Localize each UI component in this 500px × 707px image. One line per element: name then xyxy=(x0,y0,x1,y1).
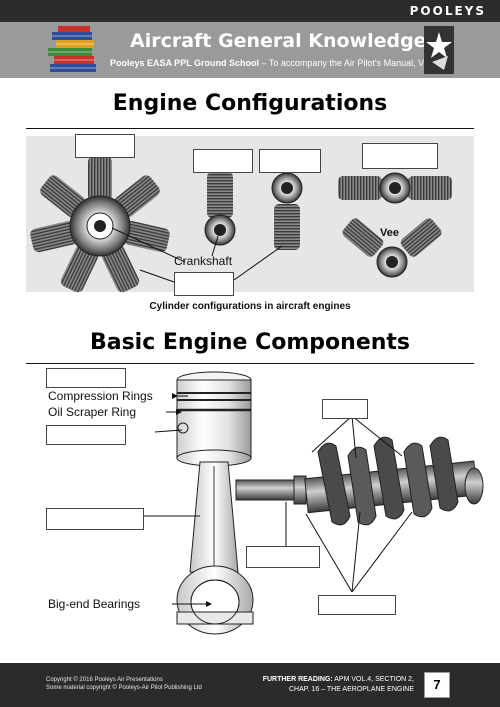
further-reading: FURTHER READING: APM VOL.4, SECTION 2, C… xyxy=(263,675,414,695)
blank-label-crankpins[interactable] xyxy=(318,595,396,615)
copyright-line2: Some material copyright © Pooleys-Air Pi… xyxy=(46,685,202,691)
blank-label-main-journal[interactable] xyxy=(246,546,320,568)
blank-label-gudgeon-pin[interactable] xyxy=(46,425,126,445)
blank-label-inverted[interactable] xyxy=(259,149,321,173)
further-reading-line1: FURTHER READING: APM VOL.4, SECTION 2, xyxy=(263,675,414,685)
crankshaft-illustration xyxy=(235,436,484,526)
blank-label-connecting-rod[interactable] xyxy=(46,508,144,530)
oil-scraper-ring-label: Oil Scraper Ring xyxy=(48,405,137,419)
divider-top xyxy=(26,128,474,129)
label-pointer-right xyxy=(233,245,283,281)
blank-label-piston[interactable] xyxy=(46,368,126,388)
pointer-crankpins-1 xyxy=(305,513,353,593)
header-subtitle-bold: Pooleys EASA PPL Ground School xyxy=(110,58,260,68)
blank-label-inline[interactable] xyxy=(193,149,253,173)
blank-label-crankshaft-type[interactable] xyxy=(174,272,234,296)
brand-name: POOLEYS xyxy=(409,4,486,18)
blank-label-opposed[interactable] xyxy=(362,143,438,169)
page-number: 7 xyxy=(424,672,450,698)
section-title-basic-engine-components: Basic Engine Components xyxy=(89,330,411,355)
further-reading-rest: APM VOL.4, SECTION 2, xyxy=(332,676,414,683)
pointer-gudgeon-pin xyxy=(154,429,183,433)
further-reading-bold: FURTHER READING: xyxy=(262,676,333,683)
crankshaft-pointer-radial xyxy=(111,227,186,263)
pointer-crank-webs-3 xyxy=(351,415,403,457)
header-band: Aircraft General Knowledge Pooleys EASA … xyxy=(0,22,500,78)
inverted-engine-illustration xyxy=(271,172,303,250)
footer-copyright: Copyright © 2016 Pooleys Air Presentatio… xyxy=(46,676,202,692)
top-brand-strip: POOLEYS xyxy=(0,0,500,22)
crankshaft-label: Crankshaft xyxy=(174,254,233,268)
pointer-crankpins-2 xyxy=(351,511,361,593)
connecting-rod-illustration xyxy=(176,461,254,635)
footer: Copyright © 2016 Pooleys Air Presentatio… xyxy=(0,663,500,707)
section-title-engine-configurations: Engine Configurations xyxy=(112,91,388,116)
pointer-crank-webs-2 xyxy=(351,415,357,459)
header-title: Aircraft General Knowledge xyxy=(130,30,427,52)
pointer-big-end-bearings-arrow xyxy=(206,601,212,607)
big-end-bearings-label: Big-end Bearings xyxy=(48,597,141,611)
divider-middle xyxy=(26,363,474,364)
opposed-engine-illustration xyxy=(338,172,452,204)
header-subtitle: Pooleys EASA PPL Ground School – To acco… xyxy=(110,58,441,68)
engine-components-figure xyxy=(142,371,484,635)
compression-rings-label: Compression Rings xyxy=(48,389,153,403)
blank-label-crank-webs[interactable] xyxy=(322,399,368,419)
header-subtitle-rest: – To accompany the Air Pilot's Manual, V… xyxy=(259,58,441,68)
crankshaft-pointer-inline xyxy=(211,235,219,257)
figure-caption: Cylinder configurations in aircraft engi… xyxy=(149,301,351,312)
vee-label: Vee xyxy=(380,227,399,239)
piston-illustration xyxy=(176,371,252,467)
star-logo-icon xyxy=(424,26,454,74)
pointer-compression-rings-arrow xyxy=(172,393,178,399)
blank-label-radial[interactable] xyxy=(75,134,135,158)
pointer-crankpins-3 xyxy=(351,511,413,593)
radial-engine-illustration xyxy=(30,156,170,293)
pointer-oil-scraper-ring-arrow xyxy=(176,409,182,415)
vee-engine-illustration xyxy=(342,218,442,278)
copyright-line1: Copyright © 2016 Pooleys Air Presentatio… xyxy=(46,677,163,683)
further-reading-line2: CHAP. 16 – THE AEROPLANE ENGINE xyxy=(288,686,414,693)
label-pointer-left xyxy=(139,269,175,283)
inline-engine-illustration xyxy=(204,172,236,246)
pointer-crank-webs-1 xyxy=(311,415,353,453)
books-logo-icon xyxy=(48,26,96,72)
